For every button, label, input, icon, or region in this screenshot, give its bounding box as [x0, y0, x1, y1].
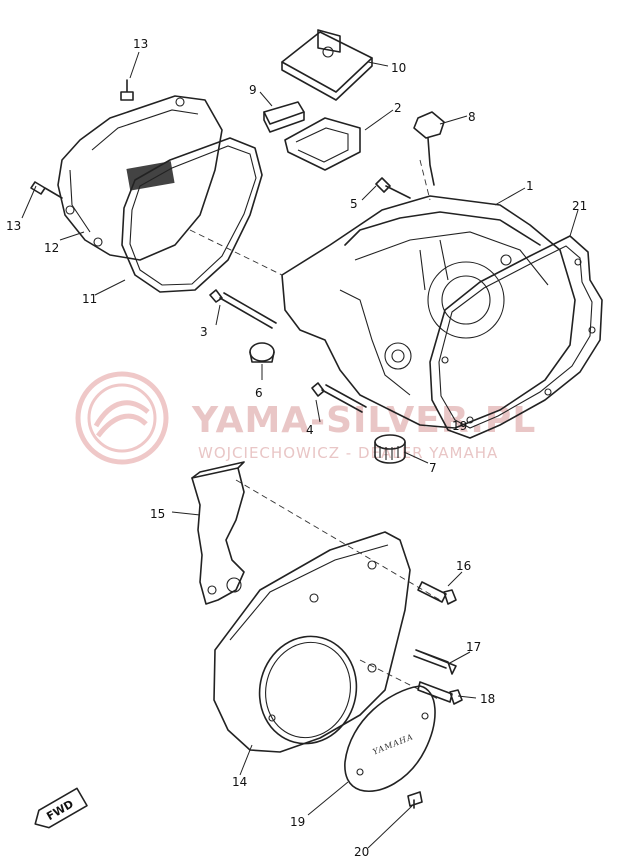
bolt-3 — [209, 289, 277, 329]
callout-17: 17 — [466, 640, 481, 654]
cover-lettering: YAMAHA — [371, 732, 414, 757]
screw-20 — [407, 791, 423, 809]
callout-16: 16 — [456, 559, 471, 573]
callout-19: 19 — [290, 815, 305, 829]
callout-19-upper: 19 — [452, 419, 467, 433]
breather-cap-10 — [281, 29, 373, 101]
callout-labels: 13 13 12 11 10 9 2 8 1 21 5 3 6 4 19 7 1… — [6, 37, 587, 858]
callout-21: 21 — [572, 199, 587, 213]
bracket-2 — [284, 117, 361, 171]
crankcase-cover-1 — [281, 195, 576, 429]
bolt-17 — [413, 649, 457, 675]
callout-2: 2 — [394, 101, 402, 115]
callout-11: 11 — [82, 292, 97, 306]
callout-20: 20 — [354, 845, 369, 858]
bolt-13-left — [30, 181, 63, 199]
fwd-direction-badge: FWD — [34, 787, 88, 829]
callout-7: 7 — [429, 461, 437, 475]
callout-10: 10 — [391, 61, 406, 75]
callout-15: 15 — [150, 507, 165, 521]
bolt-5 — [375, 177, 411, 199]
leader-lines — [21, 51, 579, 849]
left-cover-12 — [57, 95, 223, 261]
callout-3: 3 — [200, 325, 208, 339]
callout-5: 5 — [350, 197, 358, 211]
callout-6: 6 — [255, 386, 263, 400]
callout-9: 9 — [249, 83, 257, 97]
watermark: YAMA-SILVER.PL WOJCIECHOWICZ - DEALER YA… — [75, 371, 535, 465]
bolt-18 — [417, 681, 463, 705]
callout-13-top: 13 — [133, 37, 148, 51]
callout-14: 14 — [232, 775, 247, 789]
bolt-13-top — [120, 79, 134, 101]
bolt-16 — [417, 581, 457, 605]
callout-18: 18 — [480, 692, 495, 706]
gasket-21 — [429, 235, 603, 439]
block-9 — [263, 101, 305, 133]
callout-1: 1 — [526, 179, 534, 193]
watermark-logo — [75, 371, 169, 465]
watermark-subtitle: WOJCIECHOWICZ - DEALER YAMAHA — [198, 444, 498, 462]
fwd-label: FWD — [44, 797, 75, 823]
cover-plate-19: YAMAHA — [344, 685, 436, 792]
bolt-4 — [311, 382, 367, 413]
bushing-7 — [374, 434, 406, 464]
callout-12: 12 — [44, 241, 59, 255]
cover-14 — [213, 531, 411, 753]
callout-4: 4 — [306, 423, 314, 437]
oil-plug-8 — [413, 111, 445, 186]
callout-8: 8 — [468, 110, 476, 124]
gasket-11 — [121, 137, 263, 293]
plate-15 — [191, 461, 245, 605]
callout-13-left: 13 — [6, 219, 21, 233]
cap-6 — [249, 342, 275, 363]
